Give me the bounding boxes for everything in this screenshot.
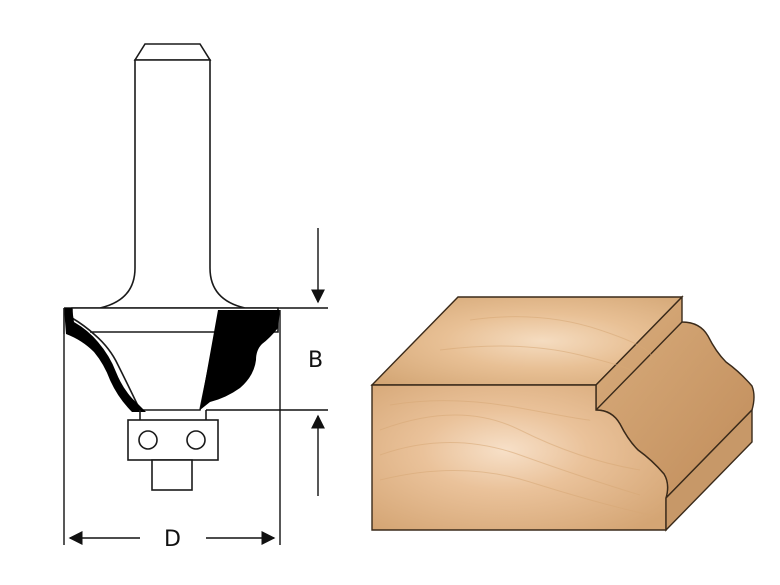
grain-line	[379, 442, 641, 496]
shank-tip	[133, 43, 212, 61]
dimension-b-label: B	[308, 348, 323, 373]
guide-bearing	[127, 410, 219, 491]
dimension-lines	[63, 228, 328, 545]
wood-end-face	[665, 408, 753, 532]
grain-line	[389, 400, 591, 421]
bearing-screw	[151, 459, 193, 491]
wood-grain	[379, 316, 652, 516]
grain-line	[439, 345, 632, 373]
right-cutter-blade	[200, 310, 280, 410]
wood-profile-block	[370, 295, 755, 532]
grain-line	[379, 469, 651, 516]
wood-front-face	[371, 384, 669, 531]
bearing-ball-left	[138, 430, 158, 450]
bearing-ball-right	[186, 430, 206, 450]
dimension-d-label: D	[164, 527, 181, 552]
bit-shank	[64, 59, 280, 309]
grain-line	[379, 414, 641, 471]
wood-profile-step-line	[595, 321, 683, 411]
left-cutter-blade	[64, 308, 146, 412]
grain-line	[469, 316, 652, 361]
